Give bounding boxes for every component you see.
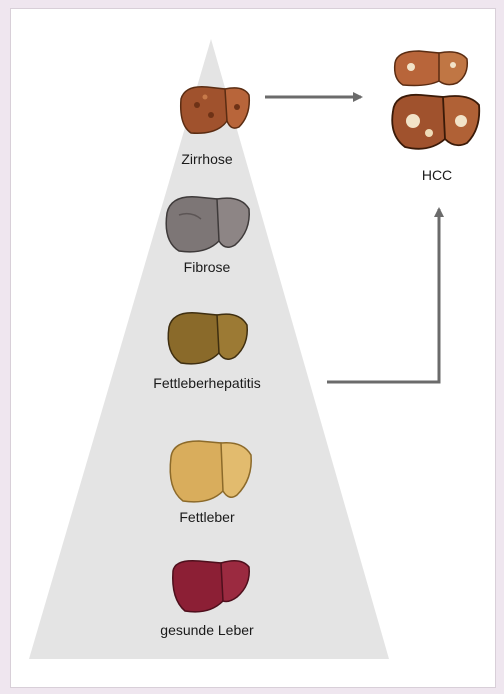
stage-label-fettleber: Fettleber (179, 509, 234, 525)
stage-label-zirrhose: Zirrhose (181, 151, 232, 167)
fettleberhepatitis-liver-icon (163, 307, 255, 371)
stage-label-gesunde-leber: gesunde Leber (160, 622, 253, 638)
outcome-label-hcc: HCC (422, 167, 452, 183)
diagram-panel: Zirrhose Fibrose Fettleberhepatitis Fett… (10, 8, 496, 688)
zirrhose-liver-icon (177, 81, 255, 139)
fettleber-liver-icon (165, 437, 255, 509)
hcc-liver-icon (389, 47, 485, 155)
fettleberhepatitis-to-hcc-arrow (327, 209, 439, 382)
stage-label-fettleberhepatitis: Fettleberhepatitis (153, 375, 260, 391)
fibrose-liver-icon (161, 191, 257, 259)
stage-label-fibrose: Fibrose (184, 259, 231, 275)
gesunde-leber-liver-icon (169, 555, 253, 619)
